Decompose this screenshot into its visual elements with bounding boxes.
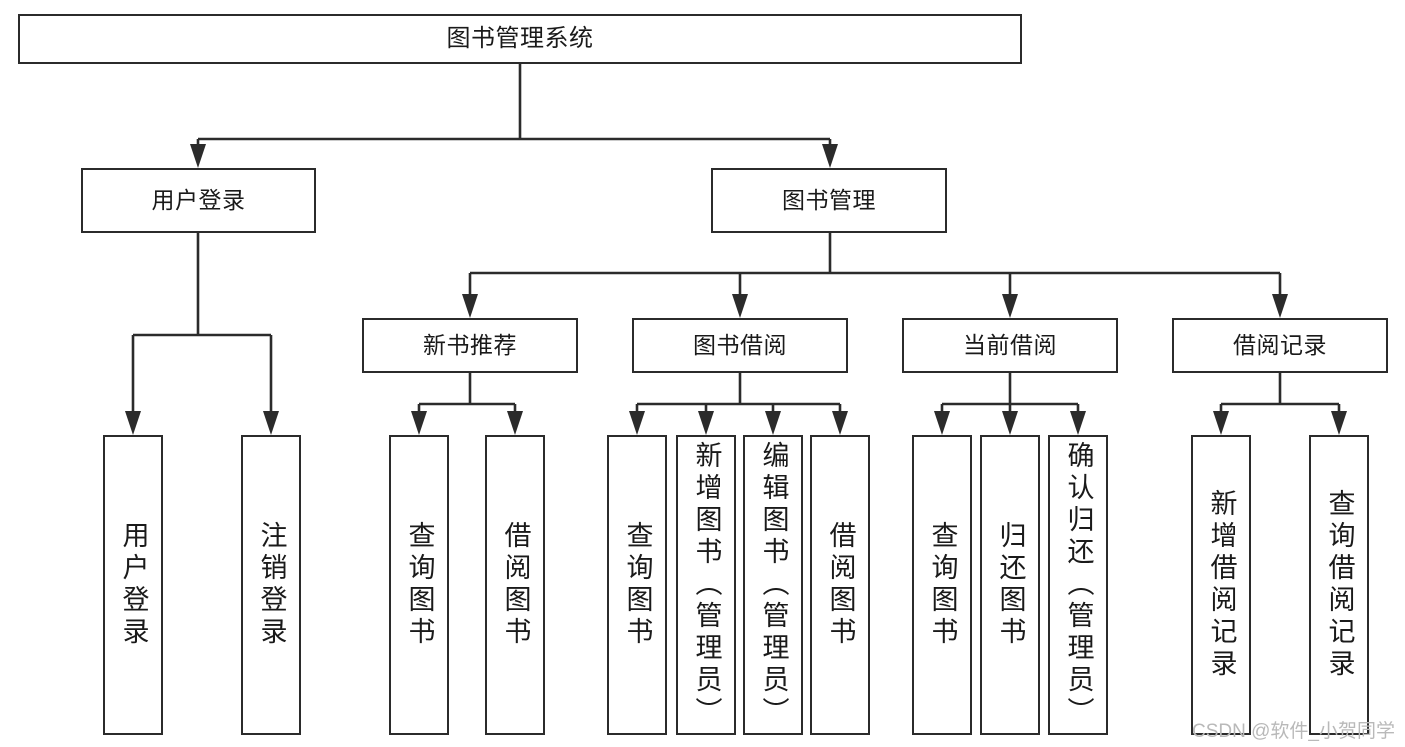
node-label: 新增图书（管理员） [691, 441, 722, 729]
node-label: 查询借阅记录 [1324, 489, 1355, 681]
node-label: 查询图书 [404, 521, 435, 649]
node-book-borrowing[interactable]: 图书借阅 [632, 318, 848, 373]
node-label: 归还图书 [995, 521, 1026, 649]
node-label: 确认归还（管理员） [1063, 441, 1094, 729]
leaf-add-borrow-record[interactable]: 新增借阅记录 [1191, 435, 1251, 735]
node-label: 用户登录 [118, 521, 149, 649]
watermark-text: CSDN @软件_小贺同学 [1192, 721, 1395, 742]
node-label: 借阅图书 [825, 521, 856, 649]
node-label: 借阅图书 [500, 521, 531, 649]
leaf-query-books-borrow[interactable]: 查询图书 [607, 435, 667, 735]
node-label: 借阅记录 [1233, 332, 1327, 359]
node-label: 编辑图书（管理员） [758, 441, 789, 729]
leaf-edit-book-admin[interactable]: 编辑图书（管理员） [743, 435, 803, 735]
leaf-query-books-recommend[interactable]: 查询图书 [389, 435, 449, 735]
arrowheads [125, 144, 1347, 435]
node-book-management[interactable]: 图书管理 [711, 168, 947, 233]
leaf-borrow-books[interactable]: 借阅图书 [810, 435, 870, 735]
node-label: 查询图书 [622, 521, 653, 649]
node-label: 当前借阅 [963, 332, 1057, 359]
node-new-book-recommendation[interactable]: 新书推荐 [362, 318, 578, 373]
leaf-user-login[interactable]: 用户登录 [103, 435, 163, 735]
node-label: 图书借阅 [693, 332, 787, 359]
leaf-query-books-current[interactable]: 查询图书 [912, 435, 972, 735]
leaf-add-book-admin[interactable]: 新增图书（管理员） [676, 435, 736, 735]
node-label: 新书推荐 [423, 332, 517, 359]
leaf-return-books[interactable]: 归还图书 [980, 435, 1040, 735]
node-user-login[interactable]: 用户登录 [81, 168, 316, 233]
leaf-confirm-return-admin[interactable]: 确认归还（管理员） [1048, 435, 1108, 735]
node-root-library-management-system[interactable]: 图书管理系统 [18, 14, 1022, 64]
node-borrowing-record[interactable]: 借阅记录 [1172, 318, 1388, 373]
node-label: 图书管理 [782, 187, 876, 214]
leaf-logout[interactable]: 注销登录 [241, 435, 301, 735]
leaf-query-borrow-record[interactable]: 查询借阅记录 [1309, 435, 1369, 735]
leaf-borrow-books-recommend[interactable]: 借阅图书 [485, 435, 545, 735]
node-current-borrowing[interactable]: 当前借阅 [902, 318, 1118, 373]
node-label: 新增借阅记录 [1206, 489, 1237, 681]
node-label: 注销登录 [256, 521, 287, 649]
node-label: 图书管理系统 [446, 25, 594, 53]
node-label: 用户登录 [151, 187, 246, 214]
node-label: 查询图书 [927, 521, 958, 649]
